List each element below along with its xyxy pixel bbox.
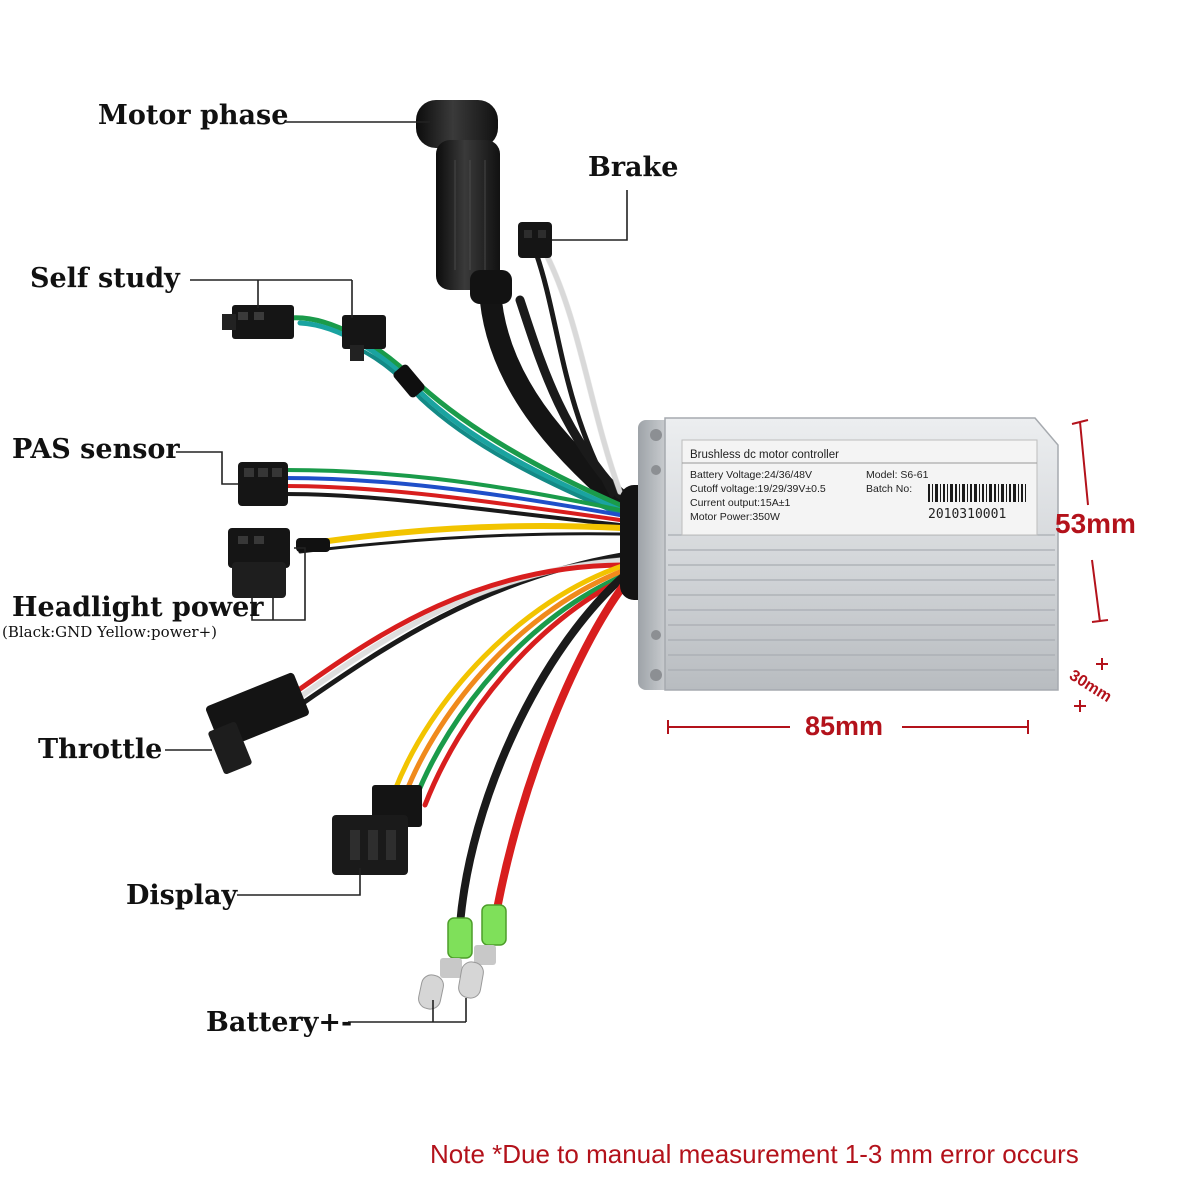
display-wire-green (412, 572, 628, 803)
brake-wire-black (532, 247, 615, 498)
headlight-wire-black (298, 532, 624, 554)
pas-sensor-connector (238, 462, 288, 506)
self-study-wire-teal-2 (348, 343, 622, 516)
leader-lines (165, 121, 628, 1023)
headlight-heat-shrink (296, 538, 330, 552)
plate-model: Model: S6-61 (866, 469, 929, 481)
label-brake: Brake (588, 152, 678, 183)
leader-brake (552, 190, 628, 241)
heat-shrink-sleeve (393, 364, 425, 398)
plate-current-output: Current output:15A±1 (690, 497, 790, 509)
pas-wire-red (283, 484, 622, 522)
battery-terminal-positive (458, 904, 507, 999)
plate-title: Brushless dc motor controller (690, 449, 839, 461)
height-dimension-bottom (1091, 559, 1109, 623)
display-wire-orange (402, 567, 628, 798)
dimension-depth: 30mm (1066, 667, 1114, 706)
dimension-height: 53mm (1055, 508, 1136, 539)
battery-wire-black (456, 571, 629, 929)
label-pas-sensor: PAS sensor (12, 434, 180, 465)
label-motor-phase: Motor phase (98, 100, 288, 131)
label-headlight-note: (Black:GND Yellow:power+) (2, 623, 217, 641)
battery-wire-red (491, 576, 632, 924)
self-study-connector-right (342, 315, 386, 361)
headlight-connector (228, 528, 290, 598)
plate-cutoff-voltage: Cutoff voltage:19/29/39V±0.5 (690, 483, 826, 495)
leader-self-study (190, 279, 353, 318)
label-self-study: Self study (30, 263, 181, 294)
display-connector (332, 785, 422, 875)
depth-marker-top (1096, 658, 1108, 670)
width-dimension (667, 720, 1029, 734)
plate-batch-label: Batch No: (866, 483, 912, 495)
depth-marker-bottom (1074, 700, 1086, 712)
display-wire-yellow (392, 562, 628, 793)
dimension-width: 85mm (805, 711, 883, 741)
callout-labels: Motor phase Brake Self study PAS sensor … (2, 100, 678, 1038)
battery-terminal-negative (418, 917, 473, 1010)
leader-battery (348, 998, 467, 1023)
brake-wire-white-outline (542, 249, 623, 495)
headlight-wire-yellow (297, 522, 625, 548)
label-headlight-power: Headlight power (12, 592, 264, 623)
brake-wire-white (542, 249, 623, 495)
dimension-lines (667, 419, 1109, 734)
controller-housing: Brushless dc motor controller Battery Vo… (620, 417, 1059, 691)
leader-display (237, 868, 361, 896)
measurement-note: Note *Due to manual measurement 1-3 mm e… (430, 1139, 1079, 1169)
self-study-wire-green (287, 315, 623, 508)
pas-wire-blue (283, 476, 622, 517)
wire-harness (283, 247, 636, 929)
plate-batch-number: 2010310001 (928, 507, 1006, 522)
throttle-connector (206, 672, 309, 775)
pas-wire-black (283, 492, 622, 527)
display-wire-red (422, 575, 628, 808)
connectors (206, 100, 552, 1010)
motor-phase-cable (479, 279, 636, 516)
leader-pas-sensor (176, 451, 238, 485)
pas-wire-green (283, 468, 622, 512)
label-battery: Battery+- (206, 1007, 352, 1038)
throttle-wire-red (297, 562, 625, 692)
plate-motor-power: Motor Power:350W (690, 511, 780, 523)
brake-connector (518, 222, 552, 258)
self-study-connector-left (222, 305, 294, 339)
leader-headlight (251, 547, 306, 621)
motor-phase-connector (416, 100, 512, 304)
barcode-icon (928, 484, 1026, 502)
label-display: Display (126, 880, 239, 911)
label-throttle: Throttle (38, 734, 162, 765)
height-dimension-top (1071, 419, 1089, 506)
plate-battery-voltage: Battery Voltage:24/36/48V (690, 469, 812, 481)
controller-label-plate (681, 439, 1038, 536)
